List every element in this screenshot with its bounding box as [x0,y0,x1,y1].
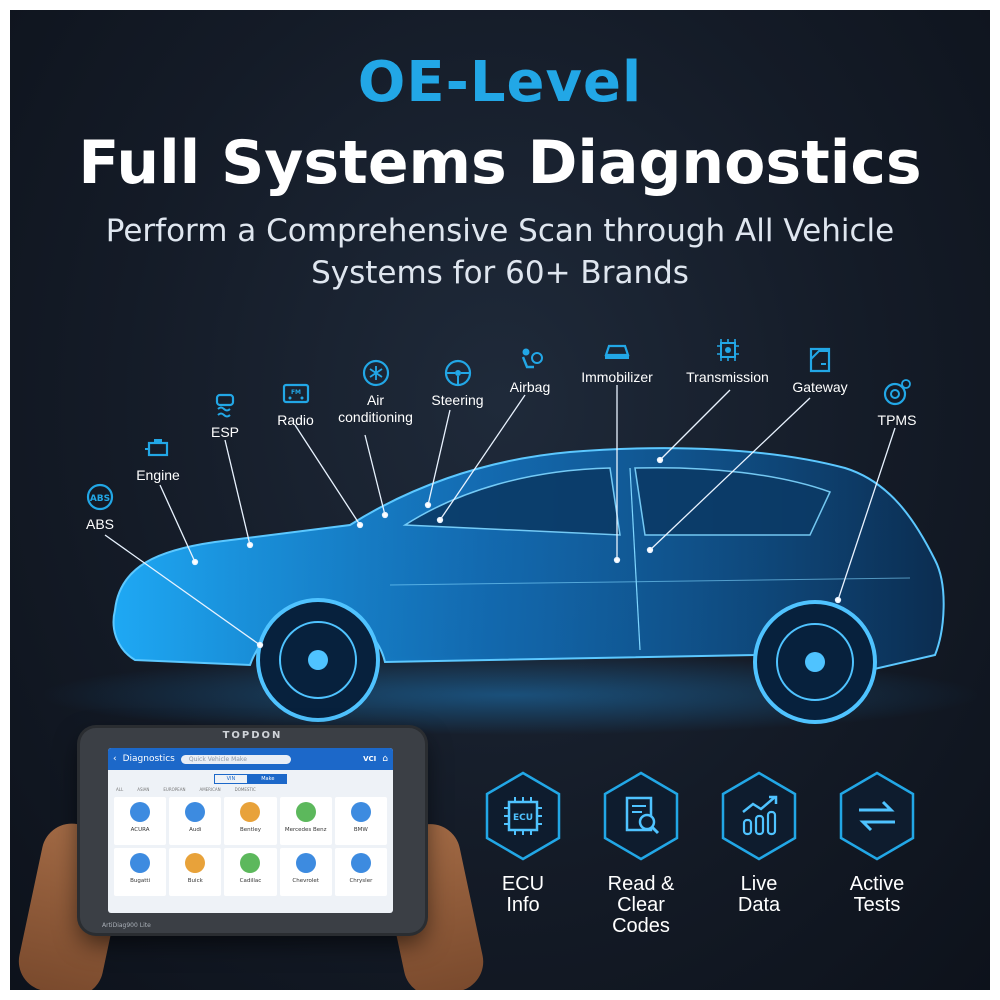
vci-indicator: VCI [363,755,377,763]
back-chevron-icon[interactable]: ‹ [113,754,117,764]
region-european[interactable]: EUROPEAN [163,787,186,792]
brand-tile[interactable]: Bentley [224,797,277,845]
region-american[interactable]: AMERICAN [199,787,221,792]
steering-icon [444,359,471,387]
car-xray-illustration [40,385,980,735]
brand-name: Buick [187,878,203,884]
brand-tile[interactable]: BMW [334,797,387,845]
brand-grid: ACURA Audi Bentley Mercedes Benz BMW Bugatti B… [108,795,393,898]
tpms-icon [883,379,911,406]
esp-icon [215,393,235,418]
tablet-model: ArtiDiag900 Lite [102,922,151,929]
screen-title: Diagnostics [122,754,175,764]
subtitle: Perform a Comprehensive Scan through All… [105,213,895,291]
ecu-chip-icon: ECU [485,771,561,861]
active-tests-icon [839,771,915,861]
brand-logo-icon [350,802,371,822]
feature-read-clear-codes: Read &Clear Codes [586,770,696,937]
brand-tile[interactable]: Mercedes Benz [279,797,332,845]
page-title: Full Systems Diagnostics [78,128,922,198]
brand-logo-icon [185,802,206,822]
radio-icon: FM [282,383,309,404]
brand-name: Audi [189,827,202,833]
brand-tile[interactable]: Audi [169,797,222,845]
brand-logo-icon [130,853,151,873]
airbag-icon [521,348,543,369]
brand-name: BMW [353,827,368,833]
input-mode-tabs: VIN Make [108,774,393,784]
brand-name: Bentley [240,827,261,833]
system-steering: Steering [425,358,490,409]
abs-icon: ABS [86,483,114,511]
title-accent: OE-Level [357,50,643,115]
tab-make[interactable]: Make [248,774,288,784]
system-gateway: Gateway [785,345,855,396]
live-data-icon [721,771,797,861]
system-airbag: Airbag [505,345,555,396]
brand-name: Mercedes Benz [284,827,327,833]
transmission-icon [716,339,739,361]
brand-logo-icon [240,853,261,873]
read-codes-icon [603,771,679,861]
region-all[interactable]: ALL [116,787,124,792]
diagnostic-tablet: TOPDON ‹ Diagnostics Quick Vehicle Make … [80,728,425,933]
brand-tile[interactable]: Cadillac [224,848,277,896]
brand-name: Chevrolet [292,878,319,884]
system-radio: FM Radio [268,378,323,429]
brand-tile[interactable]: Buick [169,848,222,896]
brand-logo-icon [240,802,261,822]
brand-tile[interactable]: ACURA [114,797,167,845]
region-asian[interactable]: ASIAN [137,787,150,792]
brand-tile[interactable]: Bugatti [114,848,167,896]
brand-tile[interactable]: Chevrolet [279,848,332,896]
system-esp: ESP [200,390,250,441]
rear-wheel [753,600,877,724]
app-topbar: ‹ Diagnostics Quick Vehicle Make VCI ⌂ [108,748,393,770]
brand-name: Bugatti [130,878,151,884]
tablet-screen: ‹ Diagnostics Quick Vehicle Make VCI ⌂ V… [108,748,393,913]
brand-name: Cadillac [239,878,262,884]
tab-vin[interactable]: VIN [213,774,249,784]
engine-icon [145,439,169,457]
system-air-conditioning: Air conditioning [328,358,423,426]
banner: OE-Level Full Systems Diagnostics Perfor… [10,10,990,990]
svg-text:FM: FM [290,389,300,396]
brand-logo-icon [295,802,316,822]
region-domestic[interactable]: DOMESTIC [234,787,256,792]
tablet-brand: TOPDON [222,730,283,741]
front-wheel [256,598,380,722]
system-tpms: TPMS [872,378,922,429]
system-immobilizer: Immobilizer [572,335,662,386]
gateway-icon [809,347,831,373]
home-icon[interactable]: ⌂ [382,754,388,764]
system-abs: ABS ABS [75,482,125,533]
svg-text:ABS: ABS [90,494,110,504]
immobilizer-icon [604,344,630,359]
vehicle-search-input[interactable]: Quick Vehicle Make [180,754,291,764]
brand-logo-icon [130,802,151,822]
brand-tile[interactable]: Chrysler [334,848,387,896]
air-conditioning-icon [362,359,389,387]
brand-name: Chrysler [349,878,373,884]
system-transmission: Transmission [680,335,775,386]
brand-logo-icon [185,853,206,873]
system-engine: Engine [128,433,188,484]
car-window [402,467,621,536]
brand-name: ACURA [130,827,150,833]
brand-logo-icon [350,853,371,873]
svg-text:ECU: ECU [513,813,533,823]
brand-logo-icon [295,853,316,873]
callout-lines [104,385,896,649]
region-filter: ALL ASIAN EUROPEAN AMERICAN DOMESTIC [108,784,393,795]
